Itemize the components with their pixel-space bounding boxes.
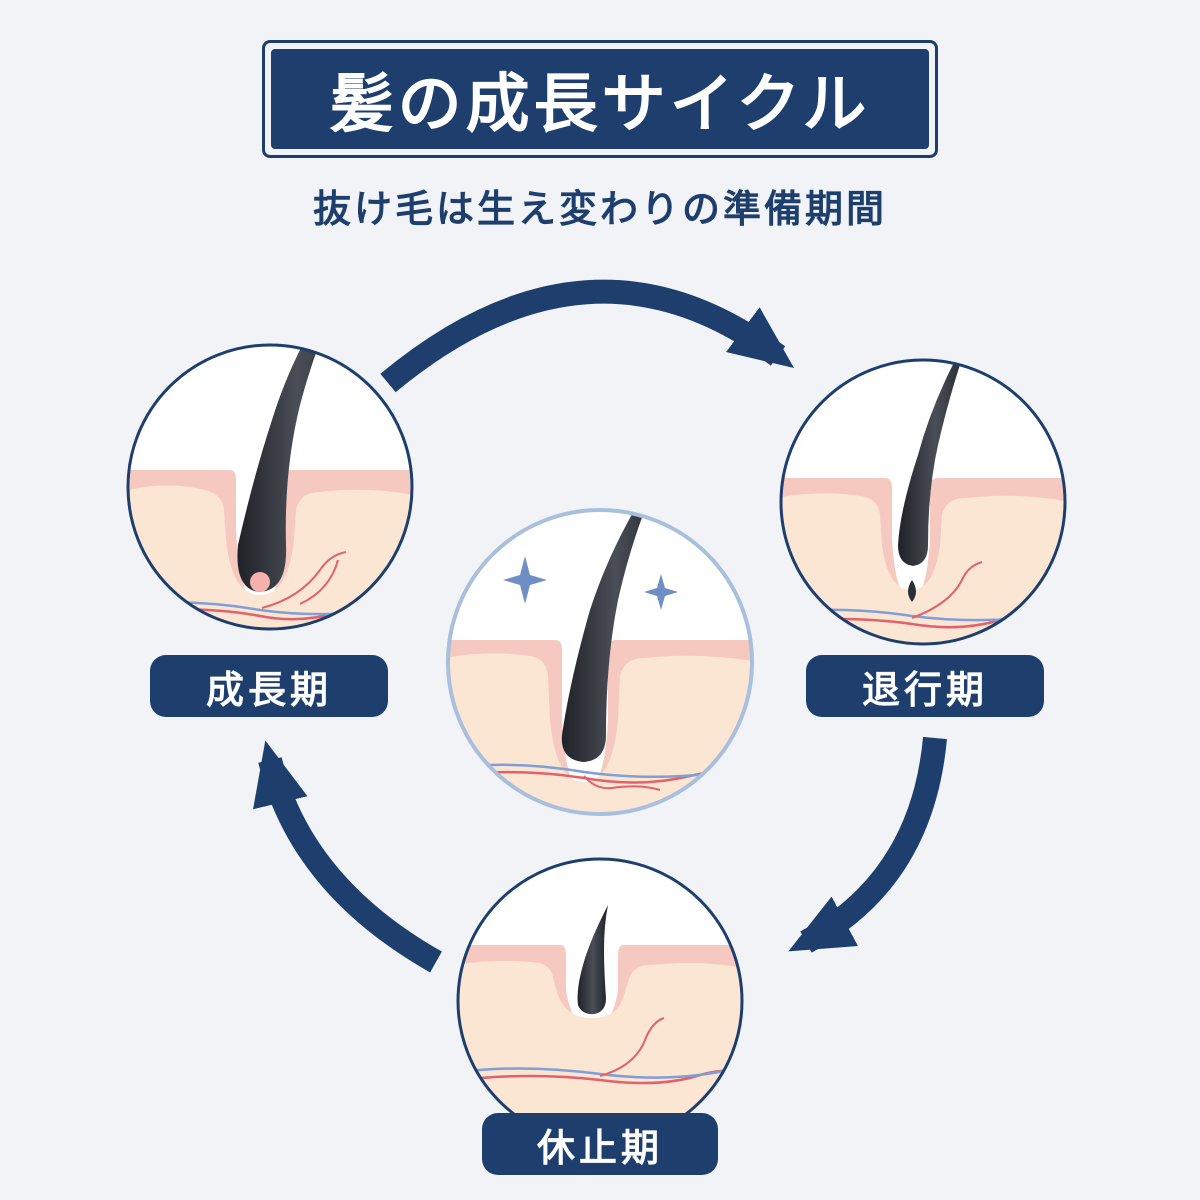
telogen-phase-illustration bbox=[456, 857, 744, 1145]
hair-strand bbox=[237, 345, 358, 592]
arrow-catagen-to-telogen bbox=[788, 736, 947, 953]
page-subtitle: 抜け毛は生え変わりの準備期間 bbox=[312, 187, 887, 231]
title-banner: 髪の成長サイクル bbox=[262, 40, 938, 158]
stage-label-catagen: 退行期 bbox=[806, 655, 1044, 717]
hair-strand bbox=[561, 510, 668, 762]
catagen-phase-illustration bbox=[779, 358, 1067, 646]
hair-strand bbox=[898, 360, 972, 566]
page-title: 髪の成長サイクル bbox=[271, 49, 929, 149]
growth-phase-illustration bbox=[126, 343, 414, 631]
arrow-growth-to-catagen bbox=[380, 279, 795, 393]
stage-label-growth: 成長期 bbox=[150, 655, 388, 717]
sparkle-icon bbox=[644, 574, 678, 610]
cycle-arrows bbox=[253, 279, 947, 973]
hair-strand bbox=[577, 905, 608, 1015]
stage-label-telogen: 休止期 bbox=[482, 1113, 718, 1175]
dermal-papilla bbox=[250, 572, 270, 592]
center-follicle-illustration bbox=[446, 508, 754, 816]
arrow-telogen-to-growth bbox=[253, 740, 442, 973]
sparkle-icon bbox=[503, 556, 547, 604]
